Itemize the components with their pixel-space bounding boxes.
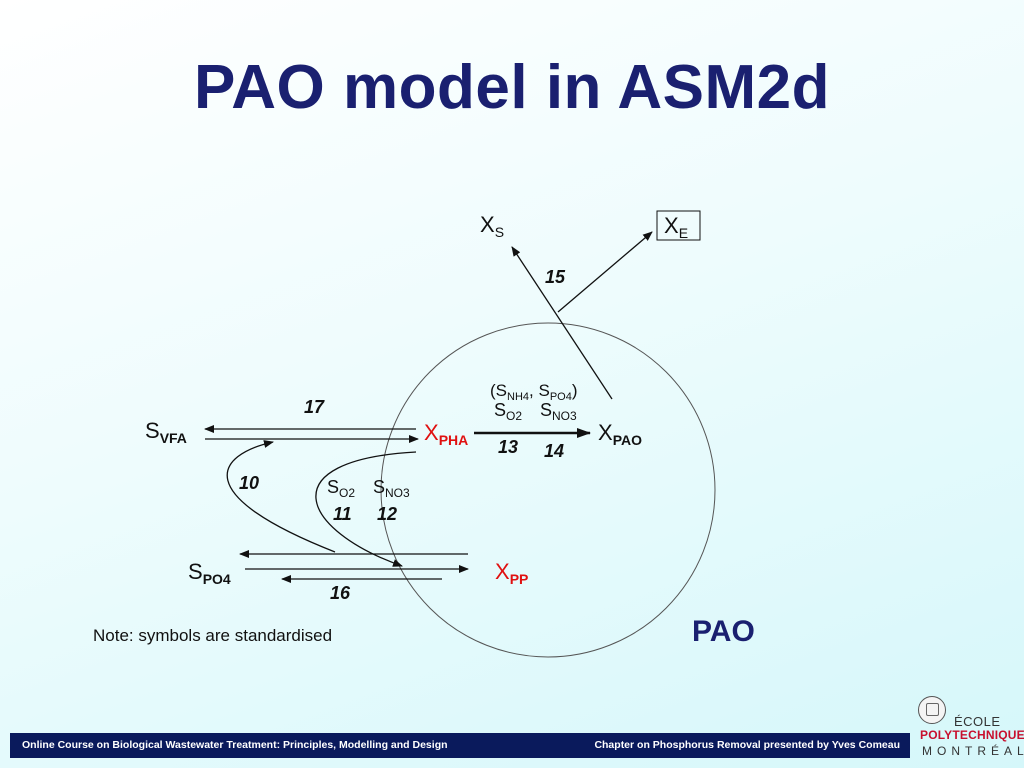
logo-line-3: MONTRÉAL [922, 744, 1024, 758]
process-16: 16 [330, 583, 351, 603]
pao-cell-label: PAO [692, 615, 755, 648]
curve-10 [226, 440, 336, 553]
sno3-pp-label: SNO3 [373, 477, 410, 500]
logo-line-1: ÉCOLE [954, 714, 1001, 729]
school-emblem-icon [918, 696, 946, 724]
xpp-label: XPP [495, 559, 528, 587]
process-17: 17 [304, 397, 325, 417]
process-12: 12 [377, 504, 397, 524]
pao-model-diagram: XS XE SVFA XPHA XPAO SPO4 XPP (SNH4, SPO… [93, 210, 755, 658]
arrow-15-xe [557, 231, 653, 313]
process-13: 13 [498, 437, 518, 457]
so2-growth-label: SO2 [494, 400, 522, 423]
standardised-note: Note: symbols are standardised [93, 626, 332, 645]
xpao-label: XPAO [598, 420, 642, 448]
svfa-label: SVFA [145, 418, 187, 446]
footer-chapter-text: Chapter on Phosphorus Removal presented … [594, 739, 900, 751]
curve-11-12 [315, 451, 417, 567]
footer-bar: Online Course on Biological Wastewater T… [10, 733, 910, 758]
sno3-growth-label: SNO3 [540, 400, 577, 423]
footer-course-text: Online Course on Biological Wastewater T… [22, 739, 448, 751]
logo-line-2: POLYTECHNIQUE [920, 728, 1024, 742]
so2-pp-label: SO2 [327, 477, 355, 500]
process-14: 14 [544, 441, 564, 461]
growth-conditions-nh4-po4: (SNH4, SPO4) [490, 381, 578, 403]
polytechnique-logo: ÉCOLE POLYTECHNIQUE MONTRÉAL [914, 692, 1024, 762]
slide-title: PAO model in ASM2d [194, 53, 830, 122]
process-10: 10 [239, 473, 259, 493]
pao-cell-circle [380, 322, 716, 658]
arrow-15-xs [511, 246, 613, 400]
process-15: 15 [545, 267, 566, 287]
xpha-label: XPHA [424, 420, 468, 448]
xs-label: XS [480, 212, 504, 240]
xe-box [656, 210, 701, 241]
xe-label: XE [664, 213, 688, 241]
process-11: 11 [333, 504, 352, 524]
spo4-label: SPO4 [188, 559, 231, 587]
